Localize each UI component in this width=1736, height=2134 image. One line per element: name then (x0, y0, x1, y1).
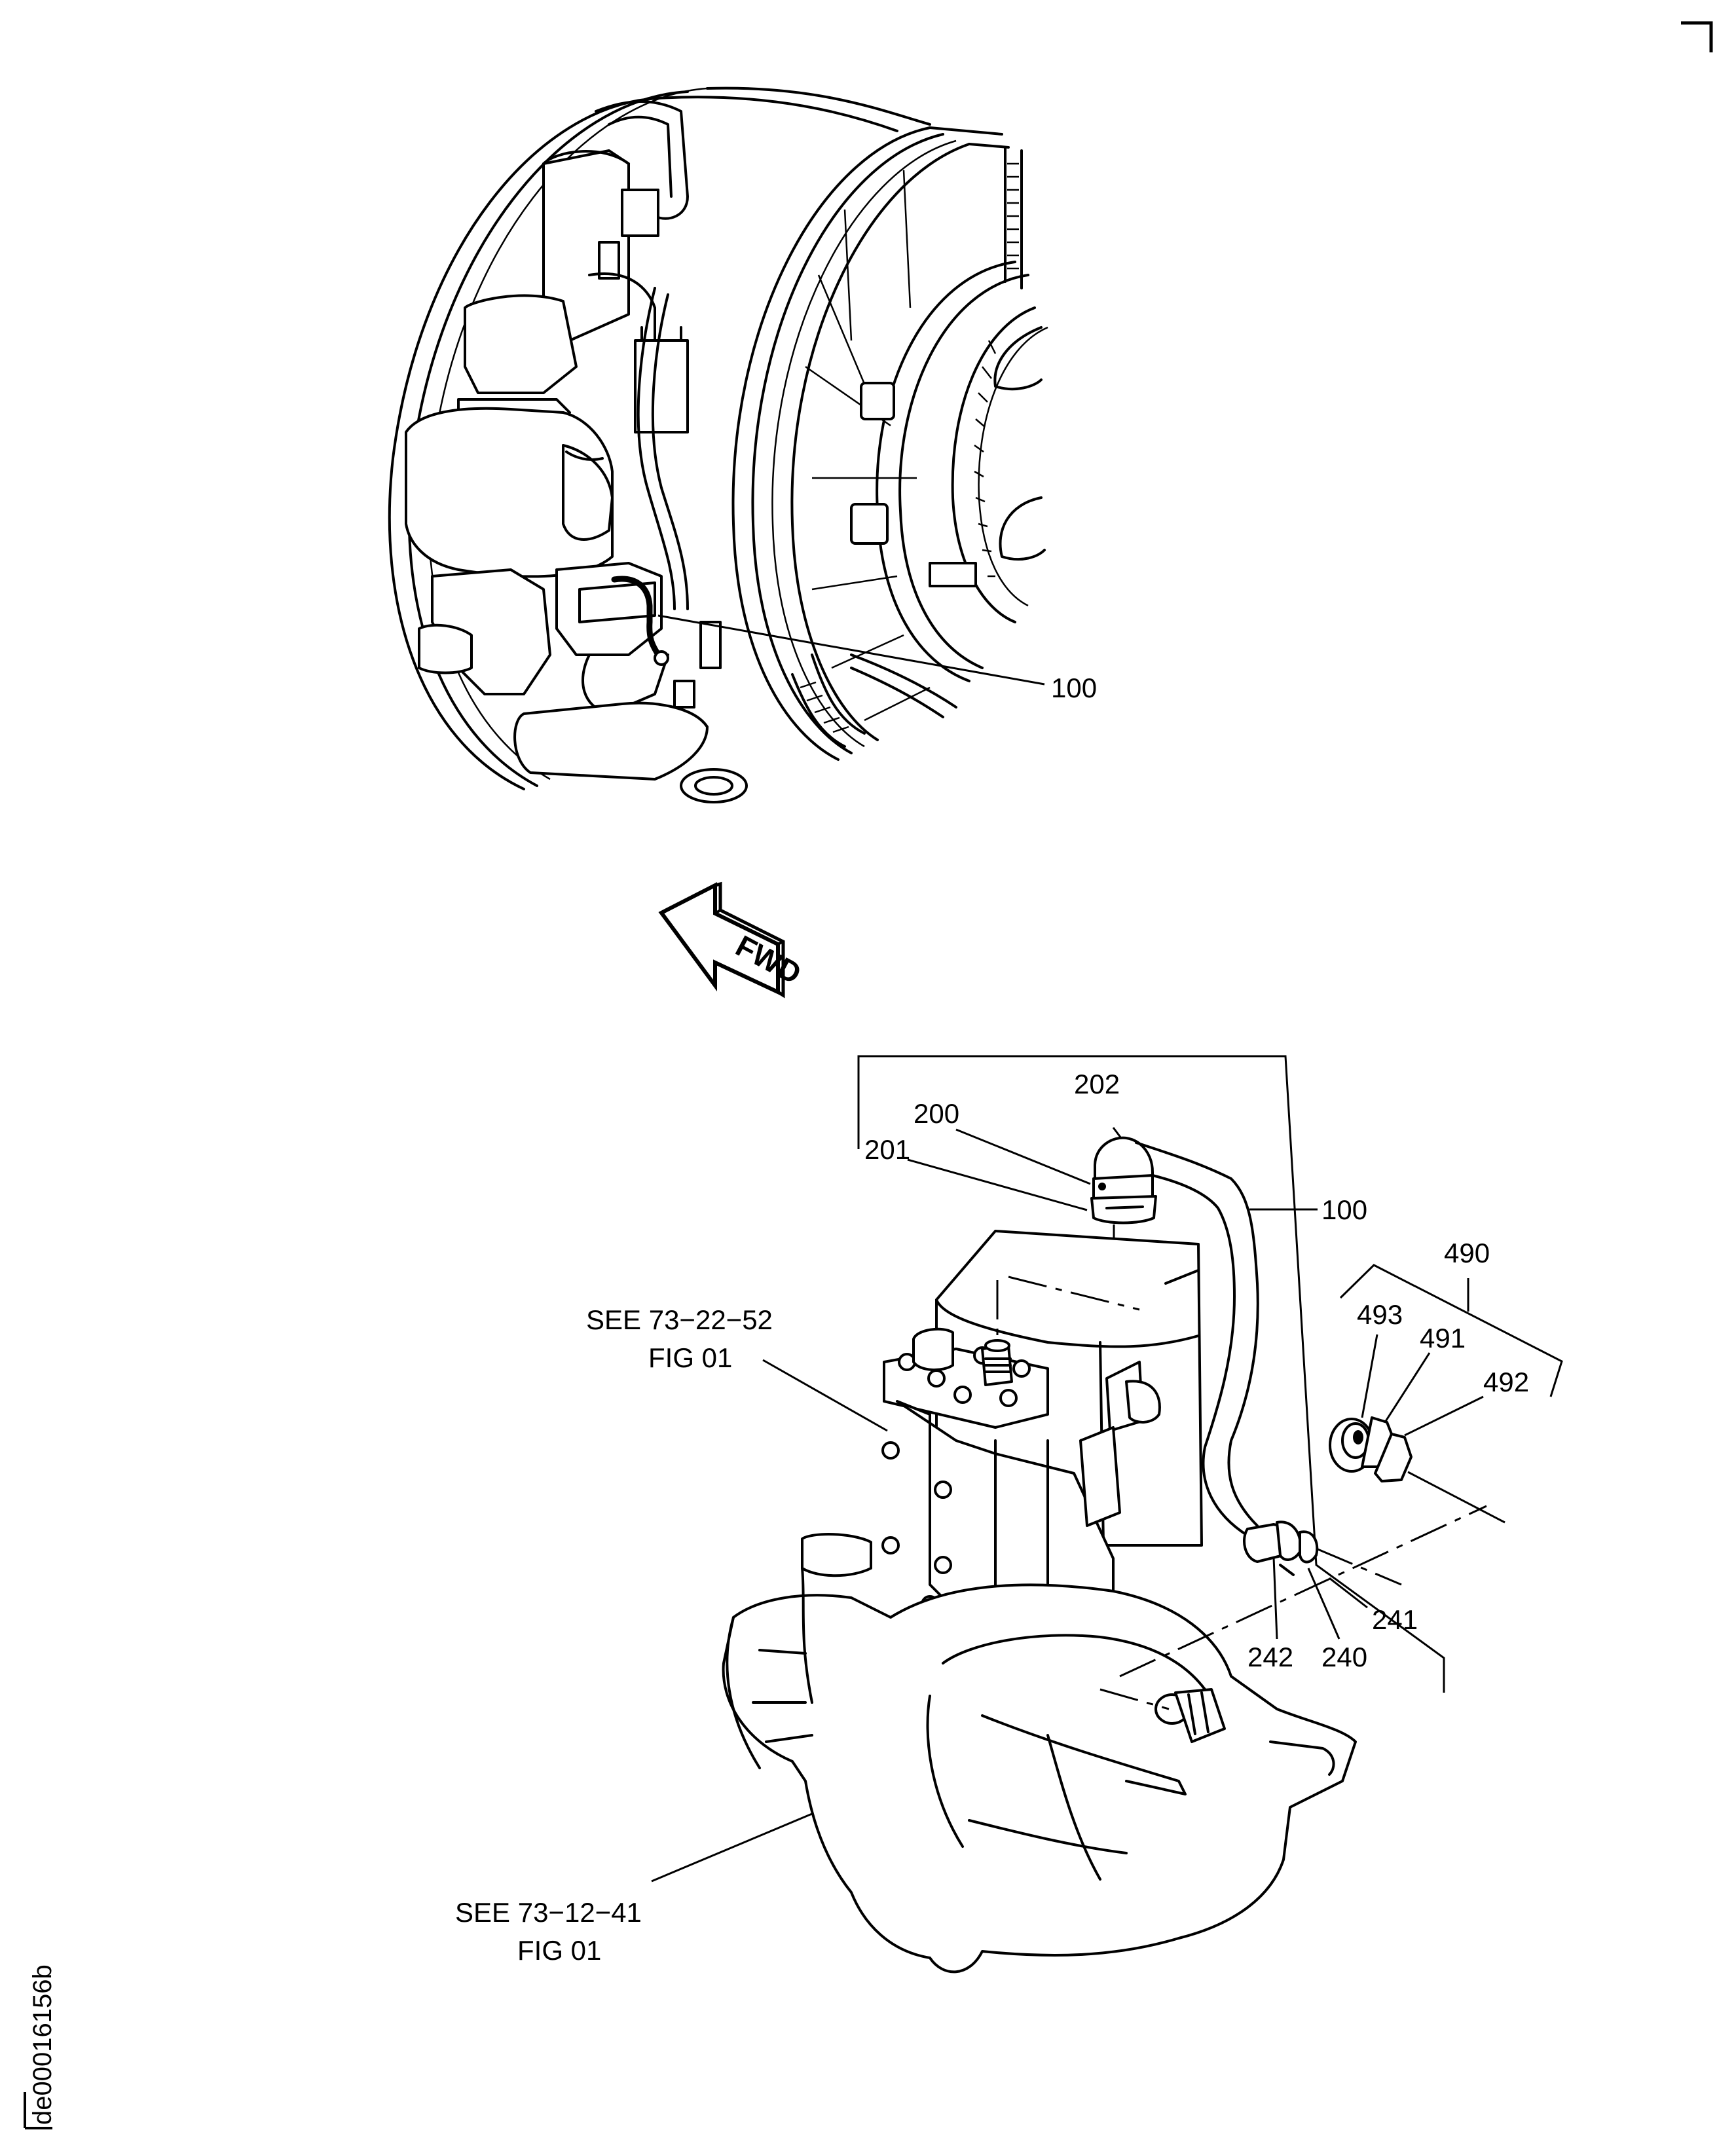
assembly-bracket-100 (857, 1055, 1445, 1693)
engine-accessories (405, 100, 748, 803)
fuel-pump (722, 1505, 1487, 1974)
install-centerline-2 (1316, 1547, 1402, 1586)
fwd-direction-arrow: FWD (658, 881, 807, 999)
leader-ref-fuel-control (762, 1359, 888, 1432)
ref-fuel-control-line1: SEE 73−22−52 (586, 1304, 773, 1335)
callout-242: 242 (1247, 1642, 1293, 1672)
ref-fuel-pump-line1: SEE 73−12−41 (455, 1897, 642, 1928)
document-id: de00016156b (28, 1964, 57, 2125)
fan-case-rings (388, 86, 1010, 790)
leader-201 (907, 1158, 1088, 1211)
ref-fuel-control-line2: FIG 01 (648, 1342, 732, 1373)
engine-upper-view: 100 (388, 86, 1097, 803)
fan-blades (805, 170, 931, 722)
callout-240: 240 (1321, 1642, 1367, 1672)
callout-100-upper: 100 (1051, 672, 1097, 703)
leader-241 (1329, 1577, 1368, 1609)
assembly-bracket-490 (1339, 1264, 1563, 1397)
elbow-fitting-assembly (1090, 1136, 1259, 1537)
tube-end-fitting (654, 650, 669, 666)
leader-200 (955, 1128, 1091, 1185)
leader-ref-fuel-pump (651, 1812, 813, 1883)
leader-202 (1112, 1127, 1122, 1139)
leader-242 (1272, 1556, 1278, 1640)
callout-241: 241 (1372, 1604, 1418, 1635)
callout-202: 202 (1074, 1069, 1120, 1099)
inlet-hub (791, 146, 1048, 748)
highlighted-tube-100 (611, 576, 665, 665)
leader-492 (1404, 1395, 1484, 1437)
callout-493: 493 (1357, 1299, 1403, 1330)
callout-200: 200 (914, 1098, 959, 1129)
leader-493 (1361, 1334, 1378, 1418)
leader-491 (1384, 1352, 1431, 1423)
fuel-control-unit (881, 1230, 1203, 1638)
lower-fitting-assembly (1243, 1520, 1319, 1576)
leader-240 (1307, 1568, 1340, 1640)
ref-fuel-pump-line2: FIG 01 (517, 1935, 601, 1966)
leader-line-100-upper (657, 614, 1045, 686)
detail-view: 202 200 201 100 490 493 491 492 242 240 … (455, 1055, 1563, 1974)
callout-492: 492 (1483, 1367, 1529, 1397)
document-id-block: de00016156b (24, 1964, 57, 2129)
callout-491: 491 (1420, 1323, 1466, 1353)
callout-201: 201 (864, 1134, 910, 1165)
callout-490: 490 (1444, 1238, 1490, 1268)
corner-mark-top-right (1681, 21, 1713, 52)
fitting-group-490 (1329, 1264, 1563, 1524)
callout-100: 100 (1321, 1194, 1367, 1225)
